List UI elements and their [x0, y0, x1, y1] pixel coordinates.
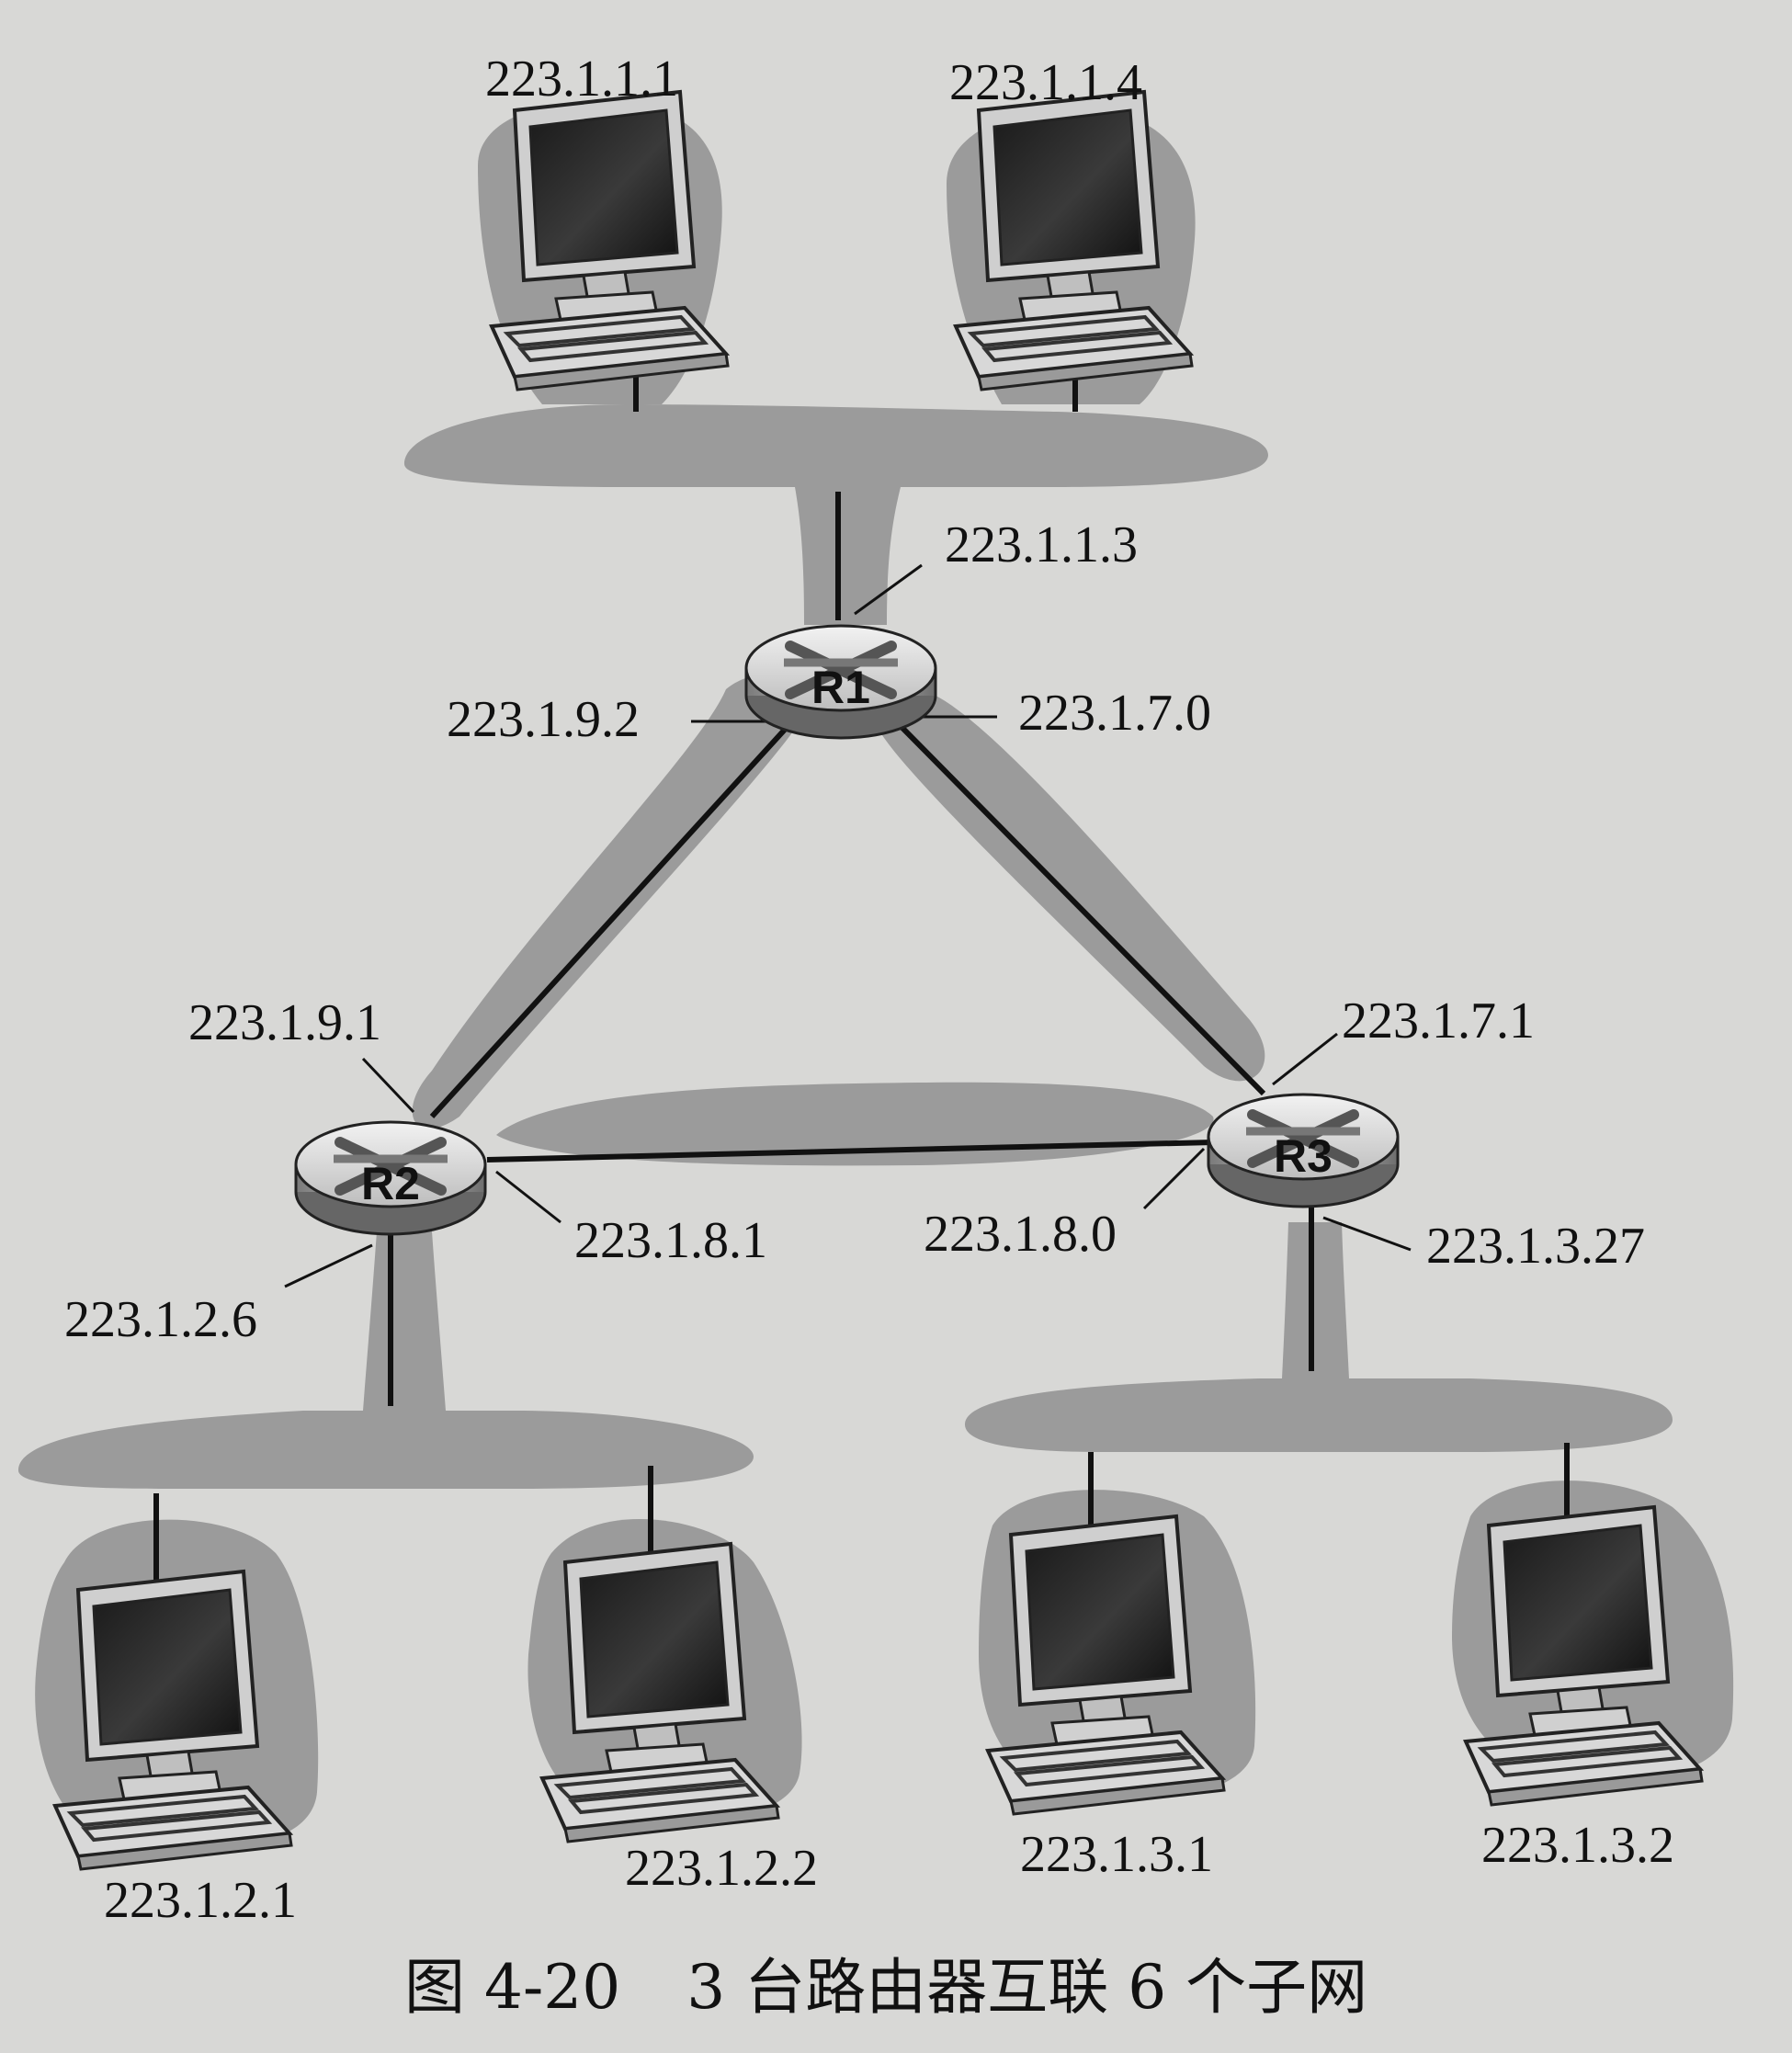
- interface-ip-r1-left: 223.1.9.2: [447, 691, 640, 748]
- interface-ip-r3-bottom: 223.1.3.27: [1426, 1218, 1645, 1275]
- subnet-shading: [18, 101, 1734, 1851]
- interface-ip-r2-top: 223.1.9.1: [188, 994, 381, 1051]
- interface-ip-r1-right: 223.1.7.0: [1018, 685, 1211, 742]
- host-ip-h2: 223.1.1.4: [949, 54, 1142, 111]
- host-ip-h5: 223.1.3.1: [1020, 1826, 1213, 1883]
- host-ip-h3: 223.1.2.1: [104, 1872, 297, 1929]
- link-r1-r3: [893, 719, 1266, 1096]
- router-r3: R3: [1208, 1095, 1398, 1207]
- interface-ip-r2-bottom: 223.1.2.6: [64, 1291, 257, 1348]
- figure-title: 3 台路由器互联 6 个子网: [686, 1952, 1368, 2023]
- router-r1-name: R1: [811, 662, 870, 713]
- interface-ip-r3-left: 223.1.8.0: [924, 1206, 1117, 1263]
- host-ip-h4: 223.1.2.2: [625, 1840, 818, 1897]
- link-r2-r3: [486, 1140, 1214, 1163]
- interface-ip-r2-right: 223.1.8.1: [574, 1212, 767, 1269]
- router-r2: R2: [296, 1122, 485, 1234]
- host-ip-h1: 223.1.1.1: [485, 51, 678, 108]
- link-r1-r2: [429, 719, 795, 1119]
- label-leaders: [284, 563, 1412, 1288]
- router-r2-name: R2: [361, 1158, 420, 1209]
- interface-ip-r1-top: 223.1.1.3: [945, 516, 1138, 573]
- links: [153, 363, 1570, 1590]
- host-ip-h6: 223.1.3.2: [1481, 1817, 1674, 1874]
- router-r1: R1: [746, 626, 936, 738]
- figure-number: 图 4-20: [404, 1952, 621, 2023]
- interface-ip-r3-top: 223.1.7.1: [1342, 992, 1535, 1049]
- router-r3-name: R3: [1274, 1130, 1333, 1182]
